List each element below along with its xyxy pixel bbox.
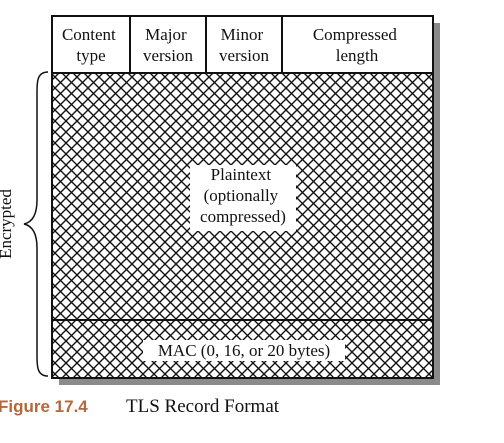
encrypted-brace (23, 71, 49, 377)
header-field-minor-version: Minor version (219, 25, 270, 65)
encrypted-label: Encrypted (0, 189, 15, 259)
header-field-major-version: Major version (143, 25, 194, 65)
plaintext-block: Plaintext (optionally compressed) (51, 72, 434, 321)
figure-number: Figure 17.4 (0, 397, 88, 416)
header-field-compressed-length: Compressed length (313, 25, 401, 65)
plaintext-label: Plaintext (optionally compressed) (200, 165, 286, 226)
header-row: Content type Major version Minor version… (51, 15, 434, 74)
mac-label-bg (143, 340, 345, 361)
plaintext-label-bg (190, 165, 296, 231)
figure-title: TLS Record Format (126, 396, 280, 417)
mac-block: MAC (0, 16, or 20 bytes) (51, 319, 434, 379)
header-field-content-type: Content type (62, 25, 120, 65)
mac-label: MAC (0, 16, or 20 bytes) (158, 341, 330, 360)
